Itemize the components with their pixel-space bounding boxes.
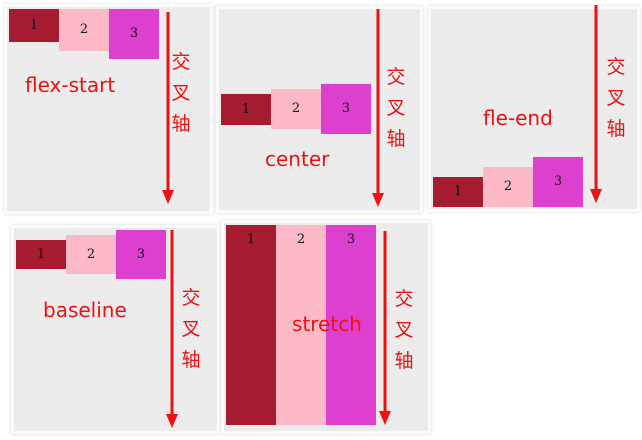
panel-flex-start: 1 2 3 flex-start 交 叉 轴 [7,7,210,211]
cross-axis-arrow-icon [379,231,391,425]
cross-axis-label: 交 叉 轴 [169,47,193,140]
panel-label: stretch [292,312,362,336]
flex-item-3: 3 [109,9,159,59]
cross-axis-label: 交 叉 轴 [179,283,203,376]
cross-axis-arrow-icon [590,5,602,203]
flex-item-3: 3 [533,157,583,207]
cross-axis-char-2: 叉 [606,87,626,109]
cross-axis-char-3: 轴 [171,113,191,135]
cross-axis-char-1: 交 [171,51,191,73]
cross-axis-char-2: 叉 [394,319,414,341]
panel-baseline: 1 2 3 baseline 交 叉 轴 [14,228,217,431]
flex-item-2: 2 [59,9,109,51]
flex-item-3: 3 [116,230,166,279]
panel-label: center [265,147,330,171]
cross-axis-char-3: 轴 [181,349,201,371]
flex-item-1: 1 [433,177,483,207]
cross-axis-char-1: 交 [394,288,414,310]
panel-stretch: 1 2 3 stretch 交 叉 轴 [224,223,428,431]
panel-label: flex-start [25,73,116,97]
cross-axis-char-3: 轴 [394,350,414,372]
flex-item-1: 1 [221,94,271,125]
cross-axis-label: 交 叉 轴 [604,52,628,145]
cross-axis-char-1: 交 [606,56,626,78]
flex-item-1: 1 [226,225,276,425]
flex-item-2: 2 [276,225,326,425]
cross-axis-char-2: 叉 [181,318,201,340]
flex-item-3: 3 [321,84,371,134]
cross-axis-arrow-icon [166,230,178,428]
cross-axis-char-3: 轴 [606,118,626,140]
flex-item-1: 1 [16,240,66,269]
cross-axis-arrow-icon [162,12,174,204]
cross-axis-arrow-icon [372,9,384,207]
flex-item-2: 2 [66,235,116,274]
cross-axis-char-2: 叉 [386,97,406,119]
cross-axis-char-1: 交 [181,287,201,309]
cross-axis-char-2: 叉 [171,82,191,104]
cross-axis-char-3: 轴 [386,128,406,150]
cross-axis-label: 交 叉 轴 [384,62,408,155]
flex-item-2: 2 [271,89,321,129]
panel-flex-end: 1 2 3 fle-end 交 叉 轴 [431,5,637,209]
cross-axis-label: 交 叉 轴 [392,284,416,377]
flex-item-2: 2 [483,167,533,207]
cross-axis-char-1: 交 [386,66,406,88]
panel-label: fle-end [483,106,553,130]
flex-item-1: 1 [9,9,59,42]
flex-item-3: 3 [326,225,376,425]
panel-center: 1 2 3 center 交 叉 轴 [219,9,420,210]
panel-label: baseline [43,298,127,322]
